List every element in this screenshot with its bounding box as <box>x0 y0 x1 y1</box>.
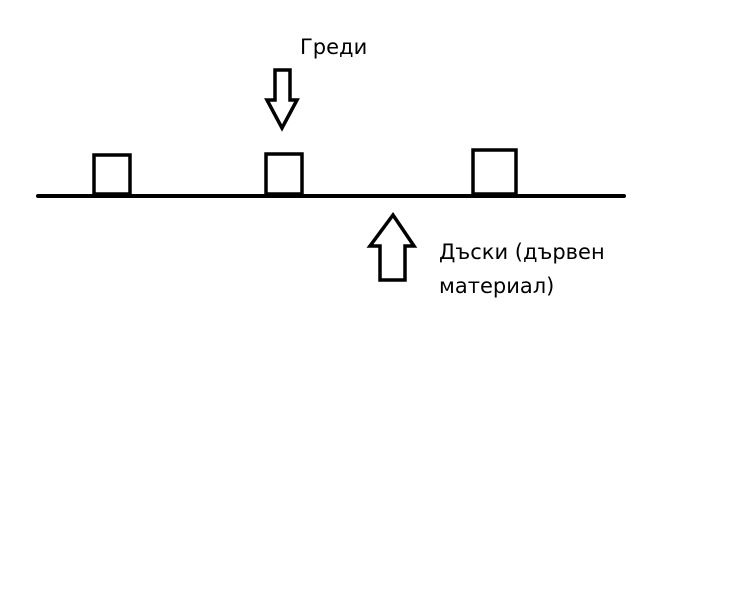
beam-square-3 <box>471 148 518 196</box>
label-boards-line-2: материал) <box>439 274 555 298</box>
arrow-up-icon <box>366 211 418 282</box>
label-beams: Греди <box>300 35 368 59</box>
label-boards: Дъски (дървен материал) <box>439 235 605 303</box>
beam-square-2 <box>264 152 304 196</box>
beam-square-1 <box>92 153 132 196</box>
arrow-down-icon <box>264 68 300 132</box>
label-boards-line-1: Дъски (дървен <box>439 240 605 264</box>
